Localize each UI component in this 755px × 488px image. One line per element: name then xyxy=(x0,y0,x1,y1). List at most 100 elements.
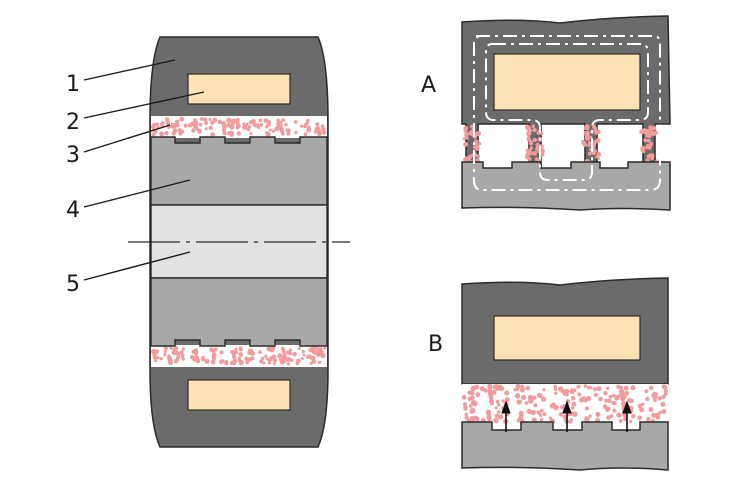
particle-dot xyxy=(248,348,253,354)
particle-dot xyxy=(275,125,280,131)
particle-dot xyxy=(663,389,669,394)
particle-dot xyxy=(221,122,227,128)
particle-dot xyxy=(210,359,216,365)
particle-dot xyxy=(629,399,634,403)
particle-dot xyxy=(246,127,251,132)
particle-dot xyxy=(302,353,306,357)
particle-dot xyxy=(306,354,312,359)
particle-dot xyxy=(317,360,322,364)
view-a-rotor xyxy=(461,161,671,211)
particle-dot xyxy=(602,404,608,410)
particle-dot xyxy=(194,348,198,353)
particle-dot xyxy=(651,412,657,418)
view-a-detail: A xyxy=(421,15,671,211)
particle-dot xyxy=(472,401,477,406)
particle-dot xyxy=(300,124,304,128)
particle-dot xyxy=(463,405,468,410)
particle-dot xyxy=(525,385,530,391)
view-a-particle-columns xyxy=(462,124,660,166)
particle-dot xyxy=(204,358,210,364)
particle-dot xyxy=(213,347,218,352)
particle-dot xyxy=(631,414,636,419)
particle-dot xyxy=(204,127,208,131)
particle-dot xyxy=(658,410,662,415)
particle-dot xyxy=(470,395,475,400)
particle-dot xyxy=(154,129,158,134)
particle-dot xyxy=(584,136,589,141)
particle-dot xyxy=(646,154,651,159)
arrow-2-head xyxy=(562,400,572,414)
particle-dot xyxy=(465,136,469,140)
view-a-flux-path-inner xyxy=(485,43,649,181)
particle-dot xyxy=(498,414,504,420)
particle-dot xyxy=(532,127,537,133)
particle-dot xyxy=(538,413,543,417)
particle-dot xyxy=(570,406,575,410)
particle-dot xyxy=(280,131,285,136)
particle-dot xyxy=(181,347,185,351)
particle-dot xyxy=(584,406,590,411)
leader-line-2 xyxy=(83,91,205,119)
particle-dot xyxy=(643,138,648,143)
particle-dot xyxy=(474,416,480,422)
particle-dot xyxy=(573,388,577,393)
particle-dot xyxy=(249,132,253,136)
rotor-lower xyxy=(150,277,328,347)
particle-dot xyxy=(515,383,521,389)
magnetic-particles-top xyxy=(151,116,327,137)
particle-dot xyxy=(623,394,627,399)
particle-dot xyxy=(554,391,558,395)
particle-dot xyxy=(272,362,276,366)
particle-dot xyxy=(193,120,199,126)
particle-dot xyxy=(640,402,645,407)
particle-dot xyxy=(661,384,666,389)
particle-dot xyxy=(174,122,180,128)
particle-dot xyxy=(648,131,653,136)
particle-dot xyxy=(208,117,212,121)
particle-dot xyxy=(612,393,616,398)
particle-dot xyxy=(542,412,547,417)
callout-5: 5 xyxy=(66,272,80,297)
particle-dot xyxy=(199,117,204,121)
particle-dot xyxy=(308,347,313,353)
particle-dot xyxy=(553,387,558,392)
particle-dot xyxy=(311,349,317,355)
particle-dot xyxy=(628,419,633,424)
particle-dot xyxy=(303,132,308,137)
particle-dot xyxy=(518,399,522,403)
particle-dot xyxy=(526,136,532,142)
particle-dot xyxy=(493,384,499,390)
particle-dot xyxy=(159,357,163,361)
particle-dot xyxy=(608,394,613,399)
particle-dot xyxy=(655,415,661,420)
view-a-flux-path-outer xyxy=(473,35,661,191)
particle-dot xyxy=(646,417,651,422)
particle-dot xyxy=(644,389,649,394)
particle-dot xyxy=(321,127,325,132)
magnetic-particles-bottom xyxy=(151,345,327,366)
particle-dot xyxy=(180,353,185,358)
particle-dot xyxy=(263,119,267,123)
view-a-magnet-insert xyxy=(493,53,641,111)
particle-dot xyxy=(640,147,646,153)
particle-dot xyxy=(616,384,621,389)
magnet-insert-bottom xyxy=(187,379,291,411)
particle-dot xyxy=(230,350,234,354)
particle-dot xyxy=(646,143,650,148)
particle-dot xyxy=(272,358,278,363)
particle-dot xyxy=(593,387,598,392)
particle-dot xyxy=(595,155,599,159)
particle-dot xyxy=(531,124,535,129)
particle-dot xyxy=(571,401,577,407)
particle-dot xyxy=(231,354,237,359)
particle-dot xyxy=(248,120,253,125)
particle-dot xyxy=(609,414,614,419)
callout-1: 1 xyxy=(66,72,80,97)
particle-dot xyxy=(536,392,543,399)
particle-dot xyxy=(606,406,611,412)
particle-dot xyxy=(463,402,467,407)
particle-dot xyxy=(166,125,171,129)
particle-dot xyxy=(266,122,271,127)
particle-dot xyxy=(598,396,603,402)
particle-dot xyxy=(469,409,474,414)
